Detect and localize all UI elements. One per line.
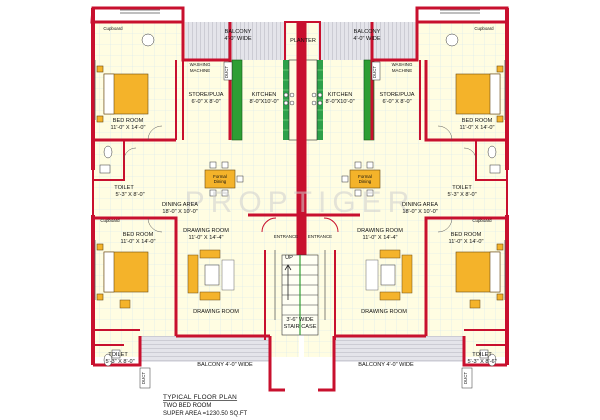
balcony-top-right [318,22,416,60]
bed-bottom-left [96,243,149,301]
balcony-bottom-left-label: BALCONY 4'-0" WIDE [197,362,253,368]
cupboard-label-bottom-right: Cupboard [472,218,492,223]
bed-top-left [96,65,149,123]
plan-type: TWO BED ROOM [163,403,211,409]
balcony-bottom-left [140,336,270,362]
stair-up-label: UP [285,255,293,261]
sofa-left [187,249,235,301]
duct-label-bottom-left: DUCT [141,372,146,385]
up-arrow-icon [284,264,292,300]
stoves [283,92,323,106]
cupboard-label-top-right: Cupboard [474,26,494,31]
duct-label-bottom-right: DUCT [463,372,468,385]
watermark: PROPTIGER [185,186,416,219]
dining-table-right [341,161,381,197]
duct-label-top-right: DUCT [372,66,377,79]
duct-label-top-left: DUCT [224,66,229,79]
plan-caption: TYPICAL FLOOR PLAN TWO BED ROOM SUPER AR… [163,394,248,417]
walls [90,6,509,392]
sofa-sets [187,249,413,301]
balcony-areas [140,22,464,362]
balcony-bottom-right-label: BALCONY 4'-0" WIDE [358,362,414,368]
door-swings [123,125,477,233]
dining-tables [204,161,381,197]
cupboard-label-bottom-left: Cupboard [100,218,120,223]
planter-label: PLANTER [290,38,316,44]
entrance-doors [261,217,339,233]
bed-bottom-right [455,243,504,301]
drawing-bottom-right-label: DRAWING ROOM [361,309,407,315]
balcony-bottom-right [334,336,464,362]
duct-boxes [139,61,473,389]
balcony-top-left [185,22,285,60]
toilet-fixtures [99,145,501,367]
dining-table-left [204,161,244,197]
plan-title: TYPICAL FLOOR PLAN [163,394,237,401]
plan-area: SUPER AREA =1230.50 SQ.FT [163,411,248,417]
entrance-left-label: ENTRANCE [274,234,298,239]
drawing-bottom-left-label: DRAWING ROOM [193,309,239,315]
beds [96,65,504,301]
wash-basins [141,33,459,47]
bed-top-right [455,65,504,123]
kitchen-counters [231,59,375,141]
window-frames [94,9,506,300]
sofa-right [365,249,413,301]
cupboard-label-top-left: Cupboard [103,26,123,31]
entrance-right-label: ENTRANCE [308,234,332,239]
bedroom-chairs [119,299,481,309]
